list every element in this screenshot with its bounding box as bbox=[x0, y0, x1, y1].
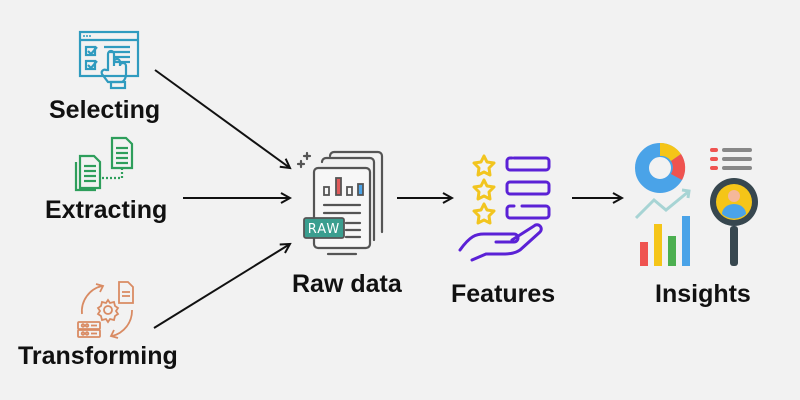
magnifier-user-icon bbox=[710, 178, 758, 266]
list-lines-icon bbox=[710, 148, 752, 170]
source-label-transforming: Transforming bbox=[18, 342, 178, 370]
source-label-extracting: Extracting bbox=[45, 196, 168, 224]
raw-badge: RAW bbox=[307, 222, 341, 237]
stage-label-features: Features bbox=[451, 280, 556, 308]
insights-analytics-icon bbox=[634, 142, 758, 266]
donut-chart-icon bbox=[635, 142, 686, 193]
arrow-transforming-to-raw bbox=[153, 244, 290, 329]
checklist-hand-icon bbox=[78, 30, 140, 90]
transform-gear-icon bbox=[77, 281, 134, 339]
stage-label-raw-data: Raw data bbox=[292, 270, 402, 298]
stage-label-insights: Insights bbox=[655, 280, 751, 308]
arrow-selecting-to-raw bbox=[154, 69, 290, 168]
documents-copy-icon bbox=[74, 136, 134, 192]
features-stars-hand-icon bbox=[458, 154, 551, 262]
raw-data-documents-icon bbox=[296, 150, 384, 256]
source-label-selecting: Selecting bbox=[49, 96, 161, 124]
